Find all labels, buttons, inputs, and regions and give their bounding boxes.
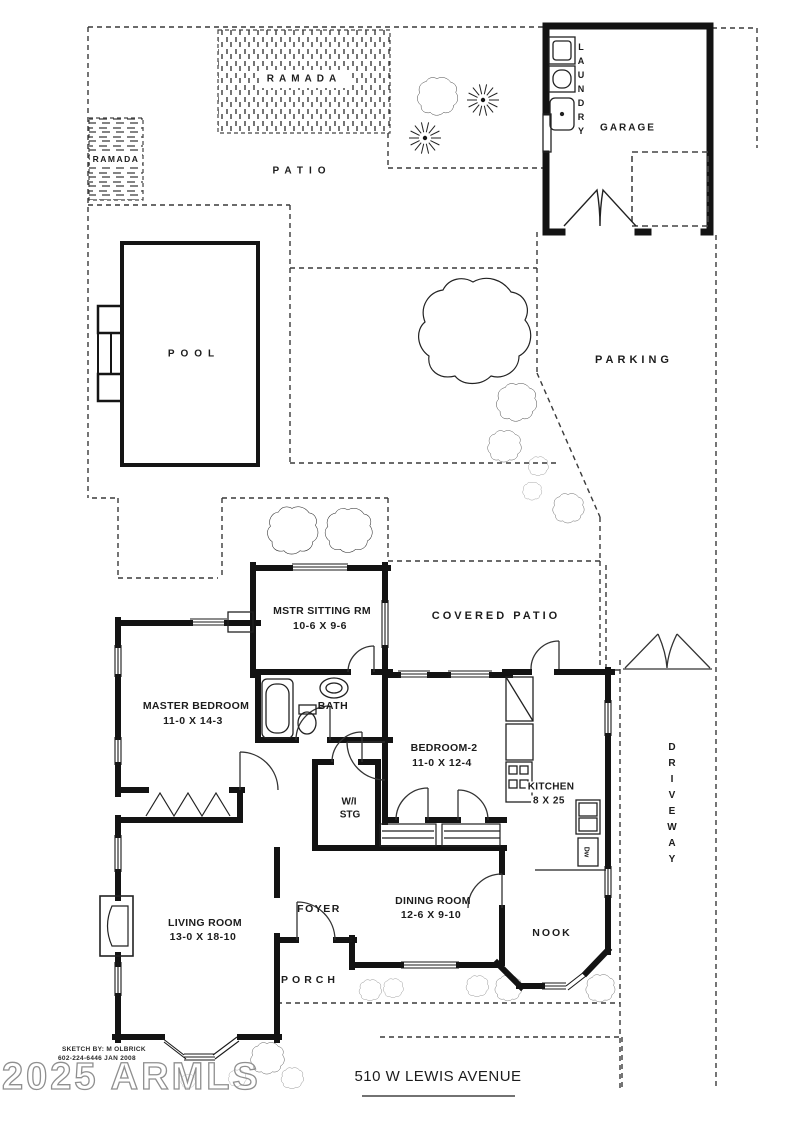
property-fence-lines	[87, 26, 758, 1090]
closet-details	[145, 791, 501, 847]
ac-pad	[227, 611, 254, 633]
mstr-sitting-rm-label: MSTR SITTING RM	[273, 605, 371, 617]
patio-label: PATIO	[272, 165, 332, 177]
kitchen-label: KITCHEN	[525, 781, 577, 793]
fireplace	[99, 895, 134, 957]
window-symbols	[114, 563, 612, 1061]
living-room-label: LIVING ROOM	[168, 917, 242, 929]
pool-shape	[96, 241, 260, 467]
bath-label: BATH	[317, 700, 349, 712]
ramada-left-label: RAMADA	[90, 154, 142, 164]
garage-label: GARAGE	[600, 122, 656, 134]
armls-watermark: 2025 ARMLS	[1, 1055, 261, 1098]
dishwasher-label: Dw	[582, 846, 590, 858]
kitchen-fixtures	[505, 676, 606, 871]
covered-patio-label: COVERED PATIO	[431, 610, 561, 622]
dining-room-label: DINING ROOM	[395, 895, 471, 907]
dining-room-dims: 12-6 X 9-10	[400, 909, 462, 921]
ramada-structures	[88, 29, 391, 201]
pool-label: POOL	[167, 348, 221, 360]
laundry-label: LAUNDRY	[576, 42, 586, 140]
wi-storage-label-line2: STG	[339, 809, 361, 821]
living-room-dims: 13-0 X 18-10	[169, 931, 237, 943]
master-bedroom-dims: 11-0 X 14-3	[163, 715, 223, 727]
bath-fixtures	[261, 677, 349, 739]
sketch-credit-line2: 602-224-6446 JAN 2008	[58, 1055, 136, 1062]
driveway-label: DRIVEWAY	[666, 742, 678, 870]
parking-label: PARKING	[595, 354, 673, 366]
door-swing-symbols	[239, 633, 712, 941]
nook-label: NOOK	[532, 927, 572, 939]
master-bedroom-label: MASTER BEDROOM	[142, 700, 250, 712]
ramada-top-label: RAMADA	[264, 73, 344, 85]
porch-label: PORCH	[281, 974, 339, 986]
house-walls	[112, 562, 615, 1043]
desert-plant-icons	[408, 83, 500, 155]
sketch-credit-line1: SKETCH BY: M OLBRICK	[62, 1046, 146, 1053]
kitchen-dims: 8 X 25	[531, 795, 567, 807]
garage-details	[542, 36, 709, 227]
foyer-label: FOYER	[297, 903, 341, 915]
wi-storage-label-line1: W/I	[341, 796, 357, 808]
mstr-sitting-rm-dims: 10-6 X 9-6	[292, 620, 348, 632]
bedroom2-dims: 11-0 X 12-4	[412, 757, 472, 769]
bedroom2-label: BEDROOM-2	[410, 742, 478, 754]
property-address: 510 W LEWIS AVENUE	[354, 1068, 522, 1085]
garage-walls	[542, 22, 714, 236]
